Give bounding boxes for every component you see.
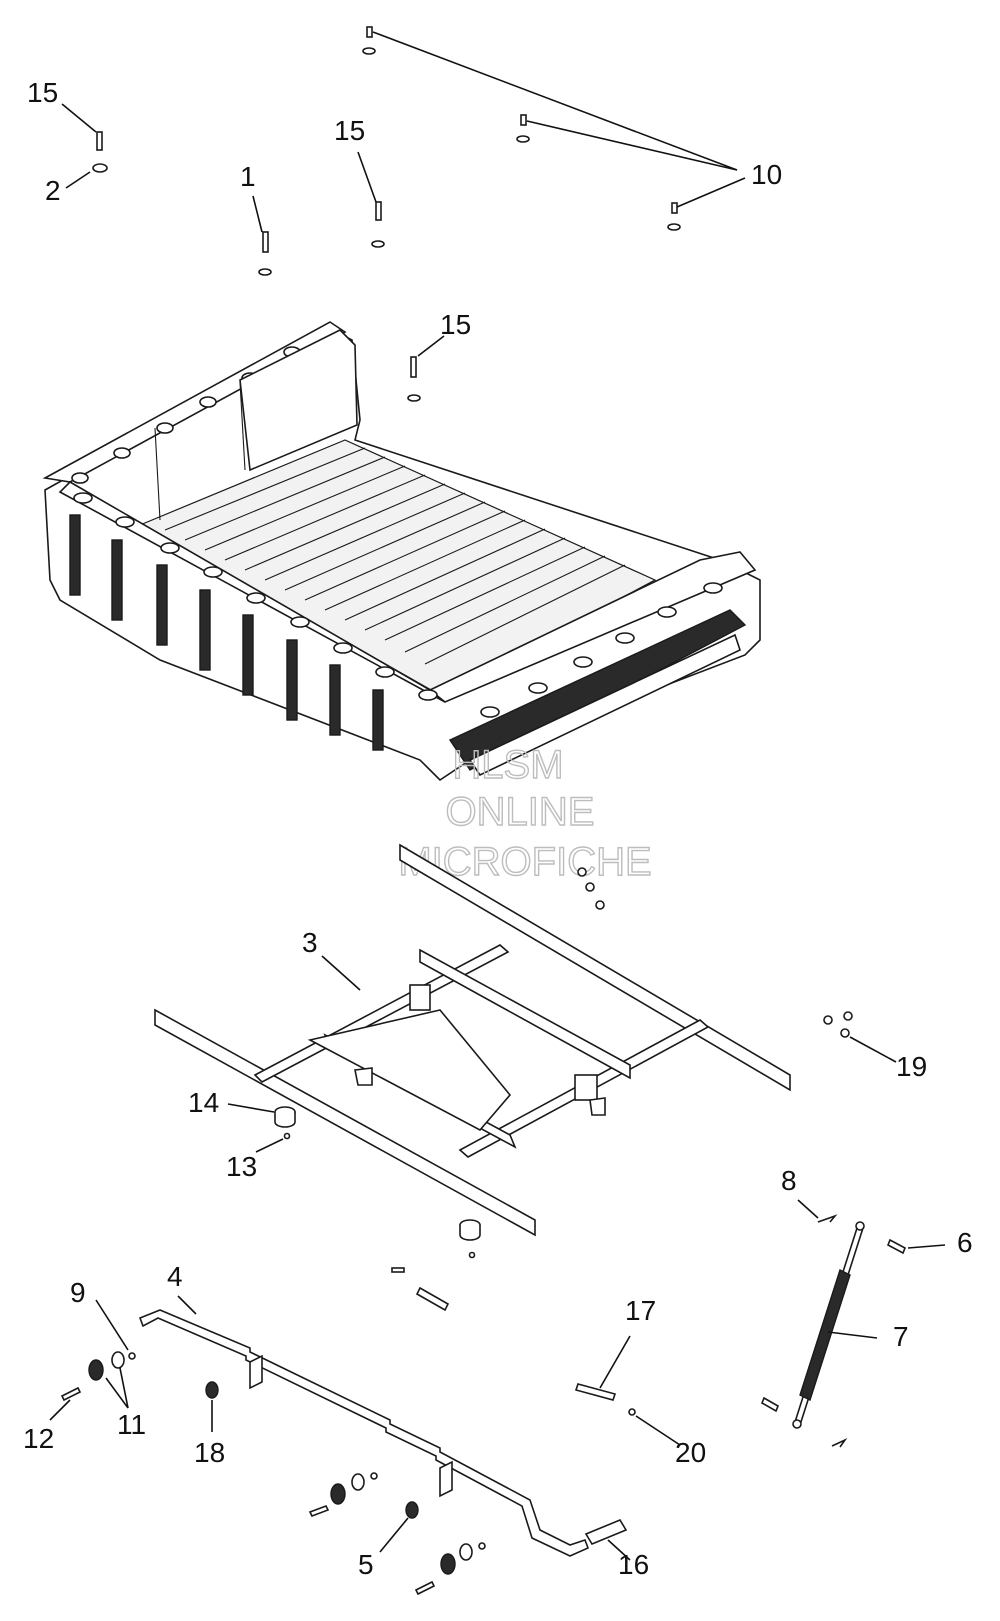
callout-8: 8 bbox=[781, 1165, 797, 1196]
callout-6: 6 bbox=[957, 1227, 973, 1258]
callout-11: 11 bbox=[117, 1409, 146, 1440]
pad-16 bbox=[584, 1518, 631, 1561]
watermark-line-1: HLSM bbox=[452, 743, 563, 787]
callout-13: 13 bbox=[226, 1151, 257, 1182]
callout-15-a: 15 bbox=[27, 77, 58, 108]
latch-rod-4 bbox=[138, 1295, 590, 1557]
bolt-10-a bbox=[362, 26, 376, 55]
callout-4: 4 bbox=[167, 1261, 183, 1292]
gas-strut-7 bbox=[792, 1221, 878, 1429]
screw-20 bbox=[628, 1408, 681, 1446]
clip-8 bbox=[797, 1199, 838, 1223]
bolt-1 bbox=[258, 231, 272, 276]
side-wall-ribs bbox=[69, 514, 384, 751]
callout-15-b: 15 bbox=[334, 115, 365, 146]
callout-18: 18 bbox=[194, 1437, 225, 1468]
pin-set-center bbox=[391, 1267, 450, 1312]
callout-10: 10 bbox=[751, 159, 782, 190]
callout-19: 19 bbox=[896, 1051, 927, 1082]
callout-14: 14 bbox=[188, 1087, 219, 1118]
cargo-box bbox=[42, 321, 761, 782]
watermark: HLSM ONLINE MICROFICHE bbox=[398, 742, 653, 884]
callout-16: 16 bbox=[618, 1549, 649, 1580]
watermark-line-2: ONLINE bbox=[446, 790, 595, 834]
callout-5: 5 bbox=[358, 1549, 374, 1580]
box-frame bbox=[154, 843, 791, 1237]
callout-2: 2 bbox=[45, 175, 61, 206]
fastener-group-top bbox=[61, 26, 746, 402]
floor-ribs bbox=[164, 447, 626, 665]
bolt-group-19 bbox=[823, 1011, 897, 1063]
bumper-14-b bbox=[459, 1219, 481, 1259]
bolt-10-c bbox=[667, 202, 681, 231]
spring-18 bbox=[205, 1381, 219, 1432]
rim-holes bbox=[71, 346, 723, 718]
screw-13 bbox=[255, 1132, 291, 1153]
latch-hardware-center bbox=[308, 1472, 486, 1596]
pin-6 bbox=[886, 1238, 946, 1255]
spring-5 bbox=[379, 1501, 419, 1553]
callout-3: 3 bbox=[302, 927, 318, 958]
bumper-14 bbox=[227, 1103, 296, 1128]
callout-labels: 15 2 1 15 10 15 3 19 14 13 8 6 7 9 4 17 … bbox=[23, 77, 973, 1580]
latch-hardware-left bbox=[49, 1299, 136, 1421]
callout-15-c: 15 bbox=[440, 309, 471, 340]
bolt-15-b bbox=[371, 201, 385, 248]
callout-1: 1 bbox=[240, 161, 256, 192]
handle-17 bbox=[574, 1335, 631, 1401]
callout-7: 7 bbox=[893, 1321, 909, 1352]
callout-20: 20 bbox=[675, 1437, 706, 1468]
leader-3 bbox=[321, 955, 361, 991]
callout-17: 17 bbox=[625, 1295, 656, 1326]
bolt-15-c bbox=[407, 356, 421, 402]
frame-bolts bbox=[577, 867, 605, 910]
bolt-15-a bbox=[92, 131, 108, 173]
pin-set-right bbox=[760, 1396, 848, 1448]
bolt-10-b bbox=[516, 114, 530, 143]
callout-9: 9 bbox=[70, 1277, 86, 1308]
callout-12: 12 bbox=[23, 1423, 54, 1454]
